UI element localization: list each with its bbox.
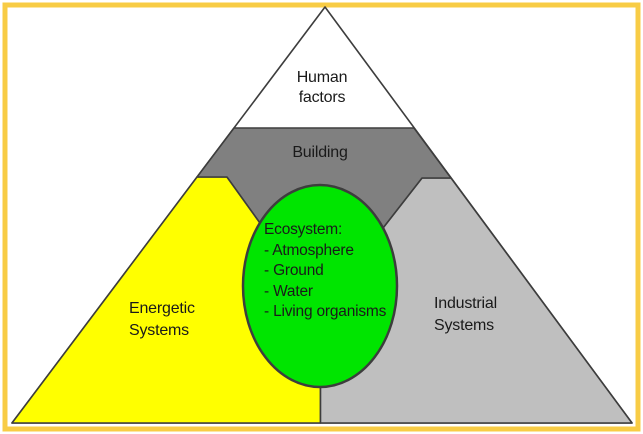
human-factors-line2: factors <box>298 89 346 106</box>
energetic-line1: Energetic <box>129 300 195 317</box>
industrial-line2: Systems <box>434 317 494 334</box>
ecosystem-item-living-organisms: - Living organisms <box>264 303 387 320</box>
ecosystem-title: Ecosystem: <box>264 221 343 238</box>
industrial-line1: Industrial <box>434 295 497 312</box>
building-label: Building <box>292 144 348 161</box>
human-factors-label: Human factors <box>252 68 392 108</box>
human-factors-line1: Human <box>296 69 348 86</box>
ecosystem-item-atmosphere: - Atmosphere <box>264 241 354 259</box>
industrial-systems-label: Industrial Systems <box>434 293 497 337</box>
ecosystem-label: Ecosystem: - Atmosphere - Ground - Water… <box>264 220 386 323</box>
energetic-line2: Systems <box>129 322 189 339</box>
ecosystem-ellipse <box>241 183 399 389</box>
energetic-systems-label: Energetic Systems <box>129 298 195 342</box>
ecosystem-item-water: - Water <box>264 282 313 300</box>
ecosystem-item-ground: - Ground <box>264 262 324 279</box>
